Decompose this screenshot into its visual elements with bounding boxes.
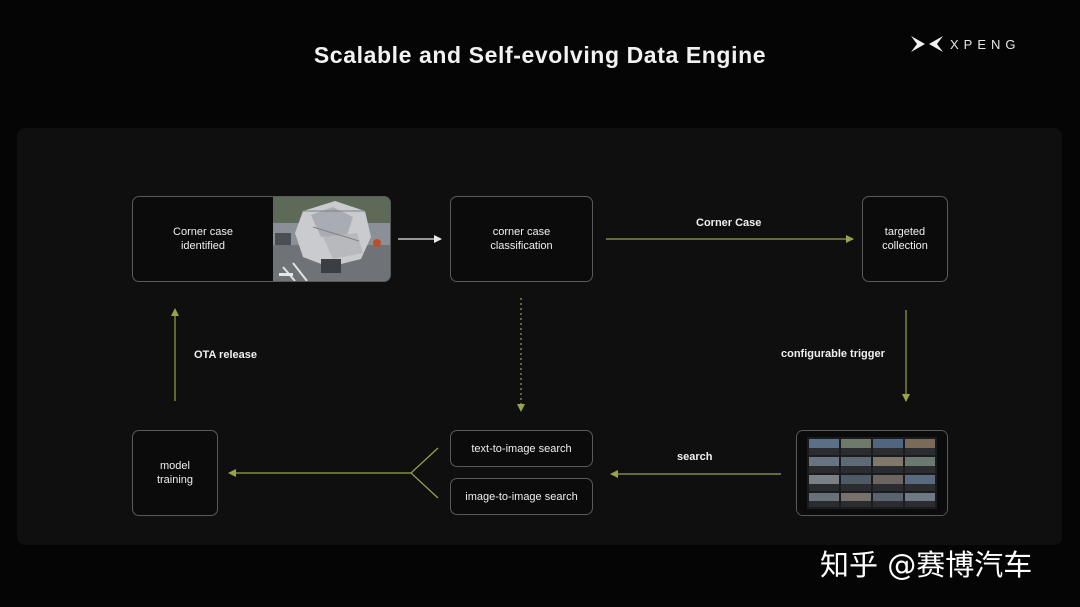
watermark: 知乎 @赛博汽车: [820, 548, 1033, 582]
label-configurable-trigger: configurable trigger: [781, 348, 885, 360]
label-search: search: [677, 451, 713, 463]
label-ota-release: OTA release: [194, 349, 257, 361]
camera-grid-image: [797, 431, 947, 515]
node-label: image-to-image search: [465, 490, 578, 503]
node-corner-case-identified: Corner case identified: [132, 196, 391, 282]
road-photo-image: [273, 197, 390, 281]
node-label: text-to-image search: [471, 442, 572, 455]
node-corner-case-classification: corner case classification: [450, 196, 593, 282]
brand-logo: XPENG: [910, 34, 1021, 54]
node-label: Corner case identified: [173, 226, 233, 252]
node-text-to-image-search: text-to-image search: [450, 430, 593, 467]
node-label: corner case classification: [490, 226, 553, 252]
merge-bracket: [410, 447, 439, 499]
node-label: targeted collection: [882, 226, 928, 252]
label-corner-case: Corner Case: [696, 217, 762, 229]
node-image-to-image-search: image-to-image search: [450, 478, 593, 515]
brand-name: XPENG: [950, 36, 1021, 52]
node-targeted-collection: targeted collection: [862, 196, 948, 282]
slide-title: Scalable and Self-evolving Data Engine: [313, 42, 767, 68]
node-camera-grid: [796, 430, 948, 516]
xpeng-x-logo-icon: [911, 36, 943, 52]
node-label: model training: [156, 460, 194, 486]
node-model-training: model training: [132, 430, 218, 516]
